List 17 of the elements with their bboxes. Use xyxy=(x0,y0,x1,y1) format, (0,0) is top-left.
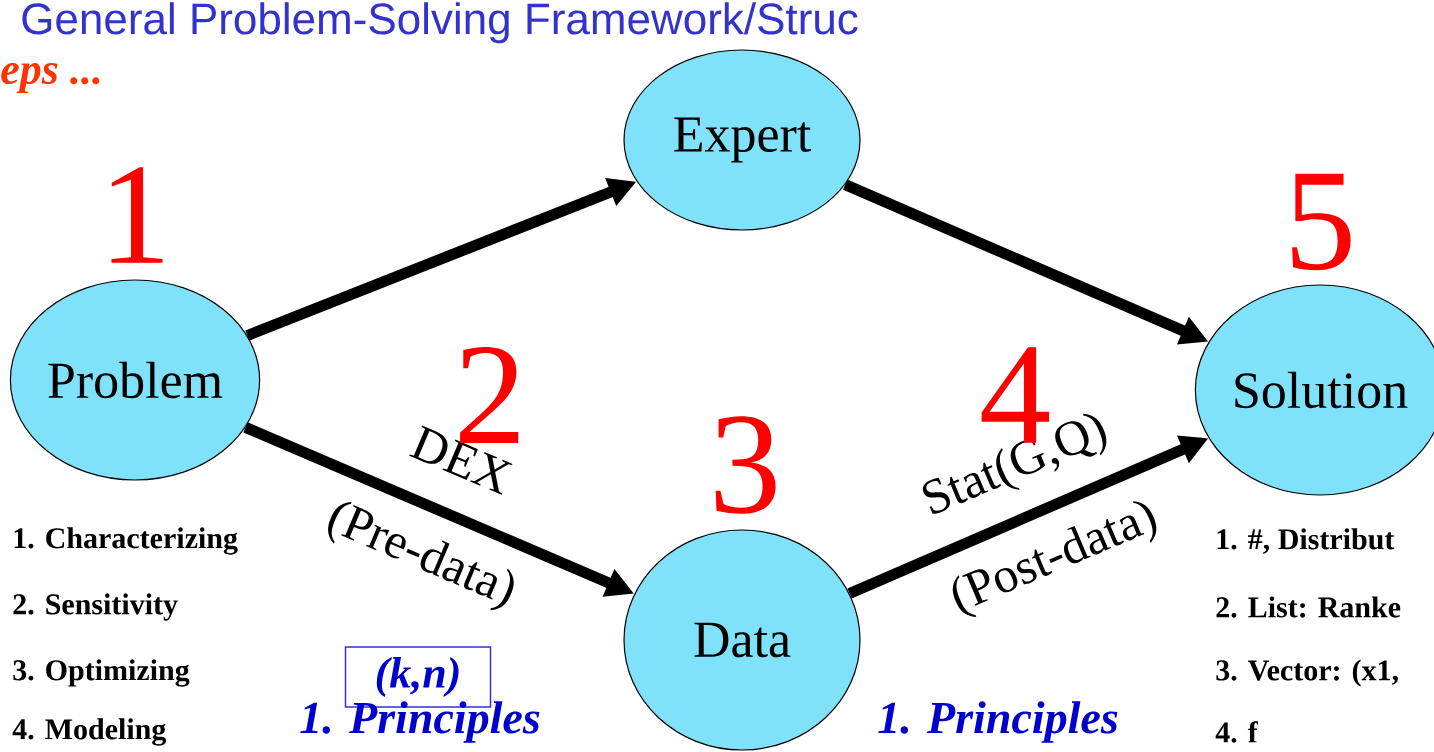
step-number: 5 xyxy=(1292,173,1351,271)
title: General Problem-Solving Framework/Struc xyxy=(22,2,858,44)
step-number: 3 xyxy=(715,416,776,514)
circle-node: Expert xyxy=(623,49,861,231)
step-number: 1 xyxy=(111,167,163,263)
note-text: eps ... xyxy=(1,62,100,94)
circle-node: Data xyxy=(623,529,861,751)
circle-node: Solution xyxy=(1194,284,1434,496)
list-item: 2. List: Ranke xyxy=(1216,596,1401,618)
list-item: 4. Modeling xyxy=(12,718,167,746)
list-item: 1. Characterizing xyxy=(14,527,238,555)
list-item: 2. Sensitivity xyxy=(13,593,178,621)
list-item: 3. Optimizing xyxy=(13,659,190,687)
list-item: 1. #, Distribut xyxy=(1217,528,1395,554)
circle-node: Problem xyxy=(9,279,261,481)
list-item: 3. Vector: (x1, xyxy=(1216,659,1398,687)
list-item: 4. f xyxy=(1215,721,1258,743)
